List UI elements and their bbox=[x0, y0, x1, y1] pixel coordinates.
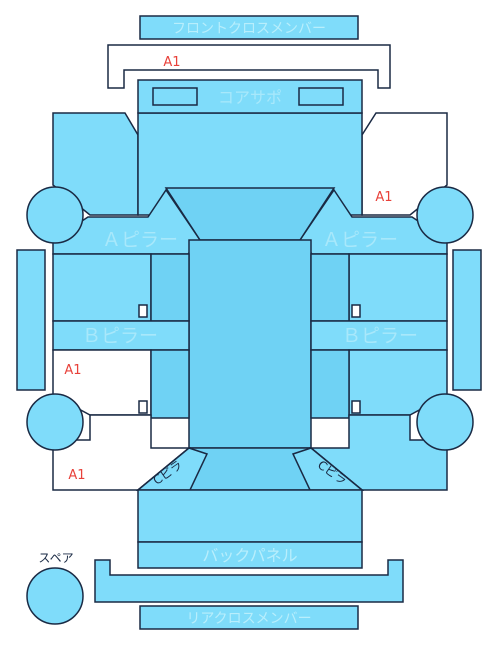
right-front-fender-marker: A1 bbox=[375, 190, 392, 205]
a-pillar-left-label: Ａピラー bbox=[102, 229, 178, 251]
right-rear-door-handle bbox=[351, 400, 361, 414]
left-side-sill[interactable] bbox=[16, 249, 46, 391]
right-side-sill[interactable] bbox=[452, 249, 482, 391]
back-panel[interactable]: バックパネル bbox=[137, 541, 363, 569]
rear-cross-member-label: リアクロスメンバー bbox=[186, 611, 311, 627]
left-headlight bbox=[152, 87, 198, 106]
left-rear-door-handle bbox=[138, 400, 148, 414]
right-front-door[interactable] bbox=[348, 253, 448, 322]
rear-right-wheel[interactable] bbox=[416, 393, 474, 451]
b-pillar-left-label: Ｂピラー bbox=[82, 325, 158, 347]
front-left-wheel[interactable] bbox=[26, 186, 84, 244]
left-rear-door-marker: A1 bbox=[64, 363, 81, 378]
left-front-door[interactable] bbox=[52, 253, 152, 322]
front-bumper-marker: A1 bbox=[163, 55, 180, 70]
trunk-lid[interactable] bbox=[137, 489, 363, 543]
rear-cross-member[interactable]: リアクロスメンバー bbox=[139, 605, 359, 630]
right-front-door-handle bbox=[351, 304, 361, 318]
core-support[interactable]: コアサポ bbox=[137, 79, 363, 114]
core-support-label: コアサポ bbox=[218, 88, 282, 107]
spare-tire[interactable] bbox=[26, 567, 84, 625]
roof[interactable] bbox=[188, 239, 312, 449]
left-front-door-window bbox=[150, 253, 190, 322]
right-headlight bbox=[298, 87, 344, 106]
b-pillar-right-label: Ｂピラー bbox=[342, 325, 418, 347]
spare-label: スペア bbox=[38, 551, 73, 565]
rear-bumper[interactable] bbox=[94, 559, 404, 603]
right-rear-door-window bbox=[310, 349, 350, 419]
rear-left-wheel[interactable] bbox=[26, 393, 84, 451]
front-bumper[interactable] bbox=[107, 44, 391, 89]
right-rear-quarter[interactable] bbox=[308, 414, 448, 491]
back-panel-label: バックパネル bbox=[202, 546, 297, 565]
a-pillar-right-label: Ａピラー bbox=[322, 229, 398, 251]
front-right-wheel[interactable] bbox=[416, 186, 474, 244]
right-front-door-window bbox=[310, 253, 350, 322]
left-rear-quarter-marker: A1 bbox=[68, 468, 85, 483]
front-cross-member-label: フロントクロスメンバー bbox=[172, 21, 326, 37]
front-cross-member[interactable]: フロントクロスメンバー bbox=[139, 15, 359, 40]
left-rear-door-window bbox=[150, 349, 190, 419]
left-rear-quarter[interactable] bbox=[52, 414, 192, 491]
left-front-door-handle bbox=[138, 304, 148, 318]
